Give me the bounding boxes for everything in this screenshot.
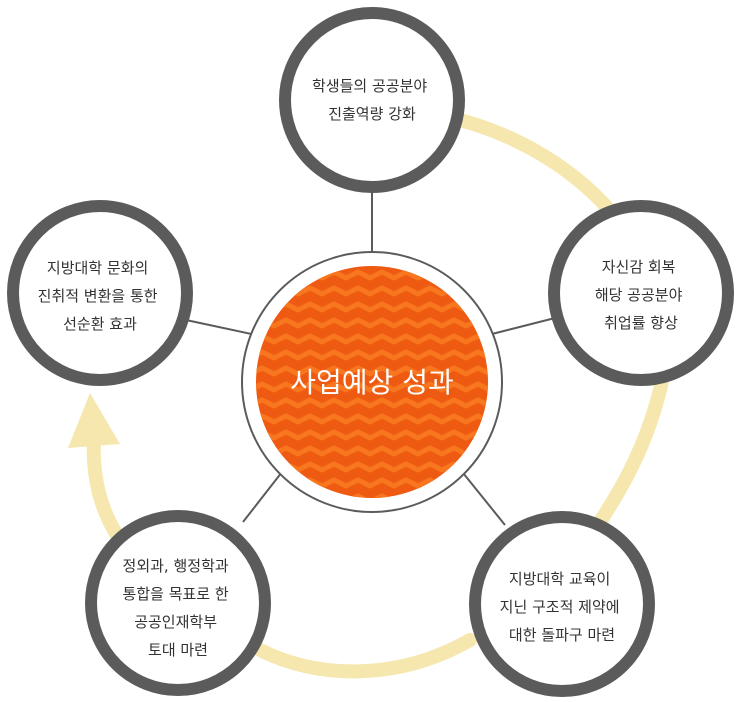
node-line: 대한 돌파구 마련 bbox=[509, 626, 615, 644]
node-left: 지방대학 문화의 진취적 변환을 통한 선순환 효과 bbox=[7, 200, 193, 386]
wave-stripe bbox=[256, 333, 488, 345]
node-line: 정외과, 행정학과 bbox=[123, 557, 229, 575]
wave-stripe bbox=[256, 317, 488, 329]
node-line: 지닌 구조적 제약에 bbox=[500, 598, 620, 616]
node-line: 공공인재학부 bbox=[134, 613, 217, 631]
node-line: 지방대학 문화의 bbox=[47, 259, 148, 277]
node-right: 자신감 회복 해당 공공분야 취업률 향상 bbox=[548, 200, 734, 386]
node-bottom-right: 지방대학 교육이 지닌 구조적 제약에 대한 돌파구 마련 bbox=[469, 511, 655, 697]
node-line: 선순환 효과 bbox=[63, 315, 137, 333]
node-ring bbox=[548, 200, 734, 386]
cycle-arc-bottom bbox=[253, 633, 477, 679]
node-line: 취업률 향상 bbox=[604, 314, 678, 332]
node-line: 자신감 회복 bbox=[602, 258, 676, 276]
node-line: 통합을 목표로 한 bbox=[123, 585, 229, 603]
wave-stripe bbox=[256, 413, 488, 425]
node-label: 정외과, 행정학과 통합을 목표로 한 공공인재학부 토대 마련 bbox=[123, 557, 234, 659]
node-line: 진출역량 강화 bbox=[328, 105, 416, 123]
connector-right bbox=[487, 317, 556, 336]
node-label: 지방대학 교육이 지닌 구조적 제약에 대한 돌파구 마련 bbox=[500, 570, 625, 644]
wave-stripe bbox=[256, 429, 488, 441]
node-ring bbox=[469, 511, 655, 697]
node-label: 학생들의 공공분야 진출역량 강화 bbox=[312, 77, 432, 123]
wave-stripe bbox=[256, 349, 488, 361]
node-line: 해당 공공분야 bbox=[595, 286, 683, 304]
node-line: 토대 마련 bbox=[148, 641, 208, 659]
node-label: 자신감 회복 해당 공공분야 취업률 향상 bbox=[595, 258, 687, 332]
center-node: 사업예상 성과 bbox=[241, 251, 503, 513]
node-ring bbox=[7, 200, 193, 386]
node-line: 지방대학 교육이 bbox=[509, 570, 610, 588]
node-ring bbox=[279, 7, 465, 193]
cycle-arrowhead-icon bbox=[68, 393, 120, 448]
wave-stripe bbox=[256, 493, 488, 498]
node-ring bbox=[85, 510, 271, 696]
cycle-arc-left bbox=[86, 433, 127, 547]
node-top: 학생들의 공공분야 진출역량 강화 bbox=[279, 7, 465, 193]
wave-stripe bbox=[256, 365, 488, 377]
wave-stripe bbox=[256, 381, 488, 393]
node-line: 학생들의 공공분야 bbox=[312, 77, 427, 95]
connector-left bbox=[185, 319, 257, 336]
node-line: 진취적 변환을 통한 bbox=[38, 287, 158, 305]
center-title: 사업예상 성과 bbox=[290, 366, 453, 399]
node-bottom-left: 정외과, 행정학과 통합을 목표로 한 공공인재학부 토대 마련 bbox=[85, 510, 271, 696]
node-label: 지방대학 문화의 진취적 변환을 통한 선순환 효과 bbox=[38, 259, 163, 333]
wave-stripe bbox=[256, 397, 488, 409]
